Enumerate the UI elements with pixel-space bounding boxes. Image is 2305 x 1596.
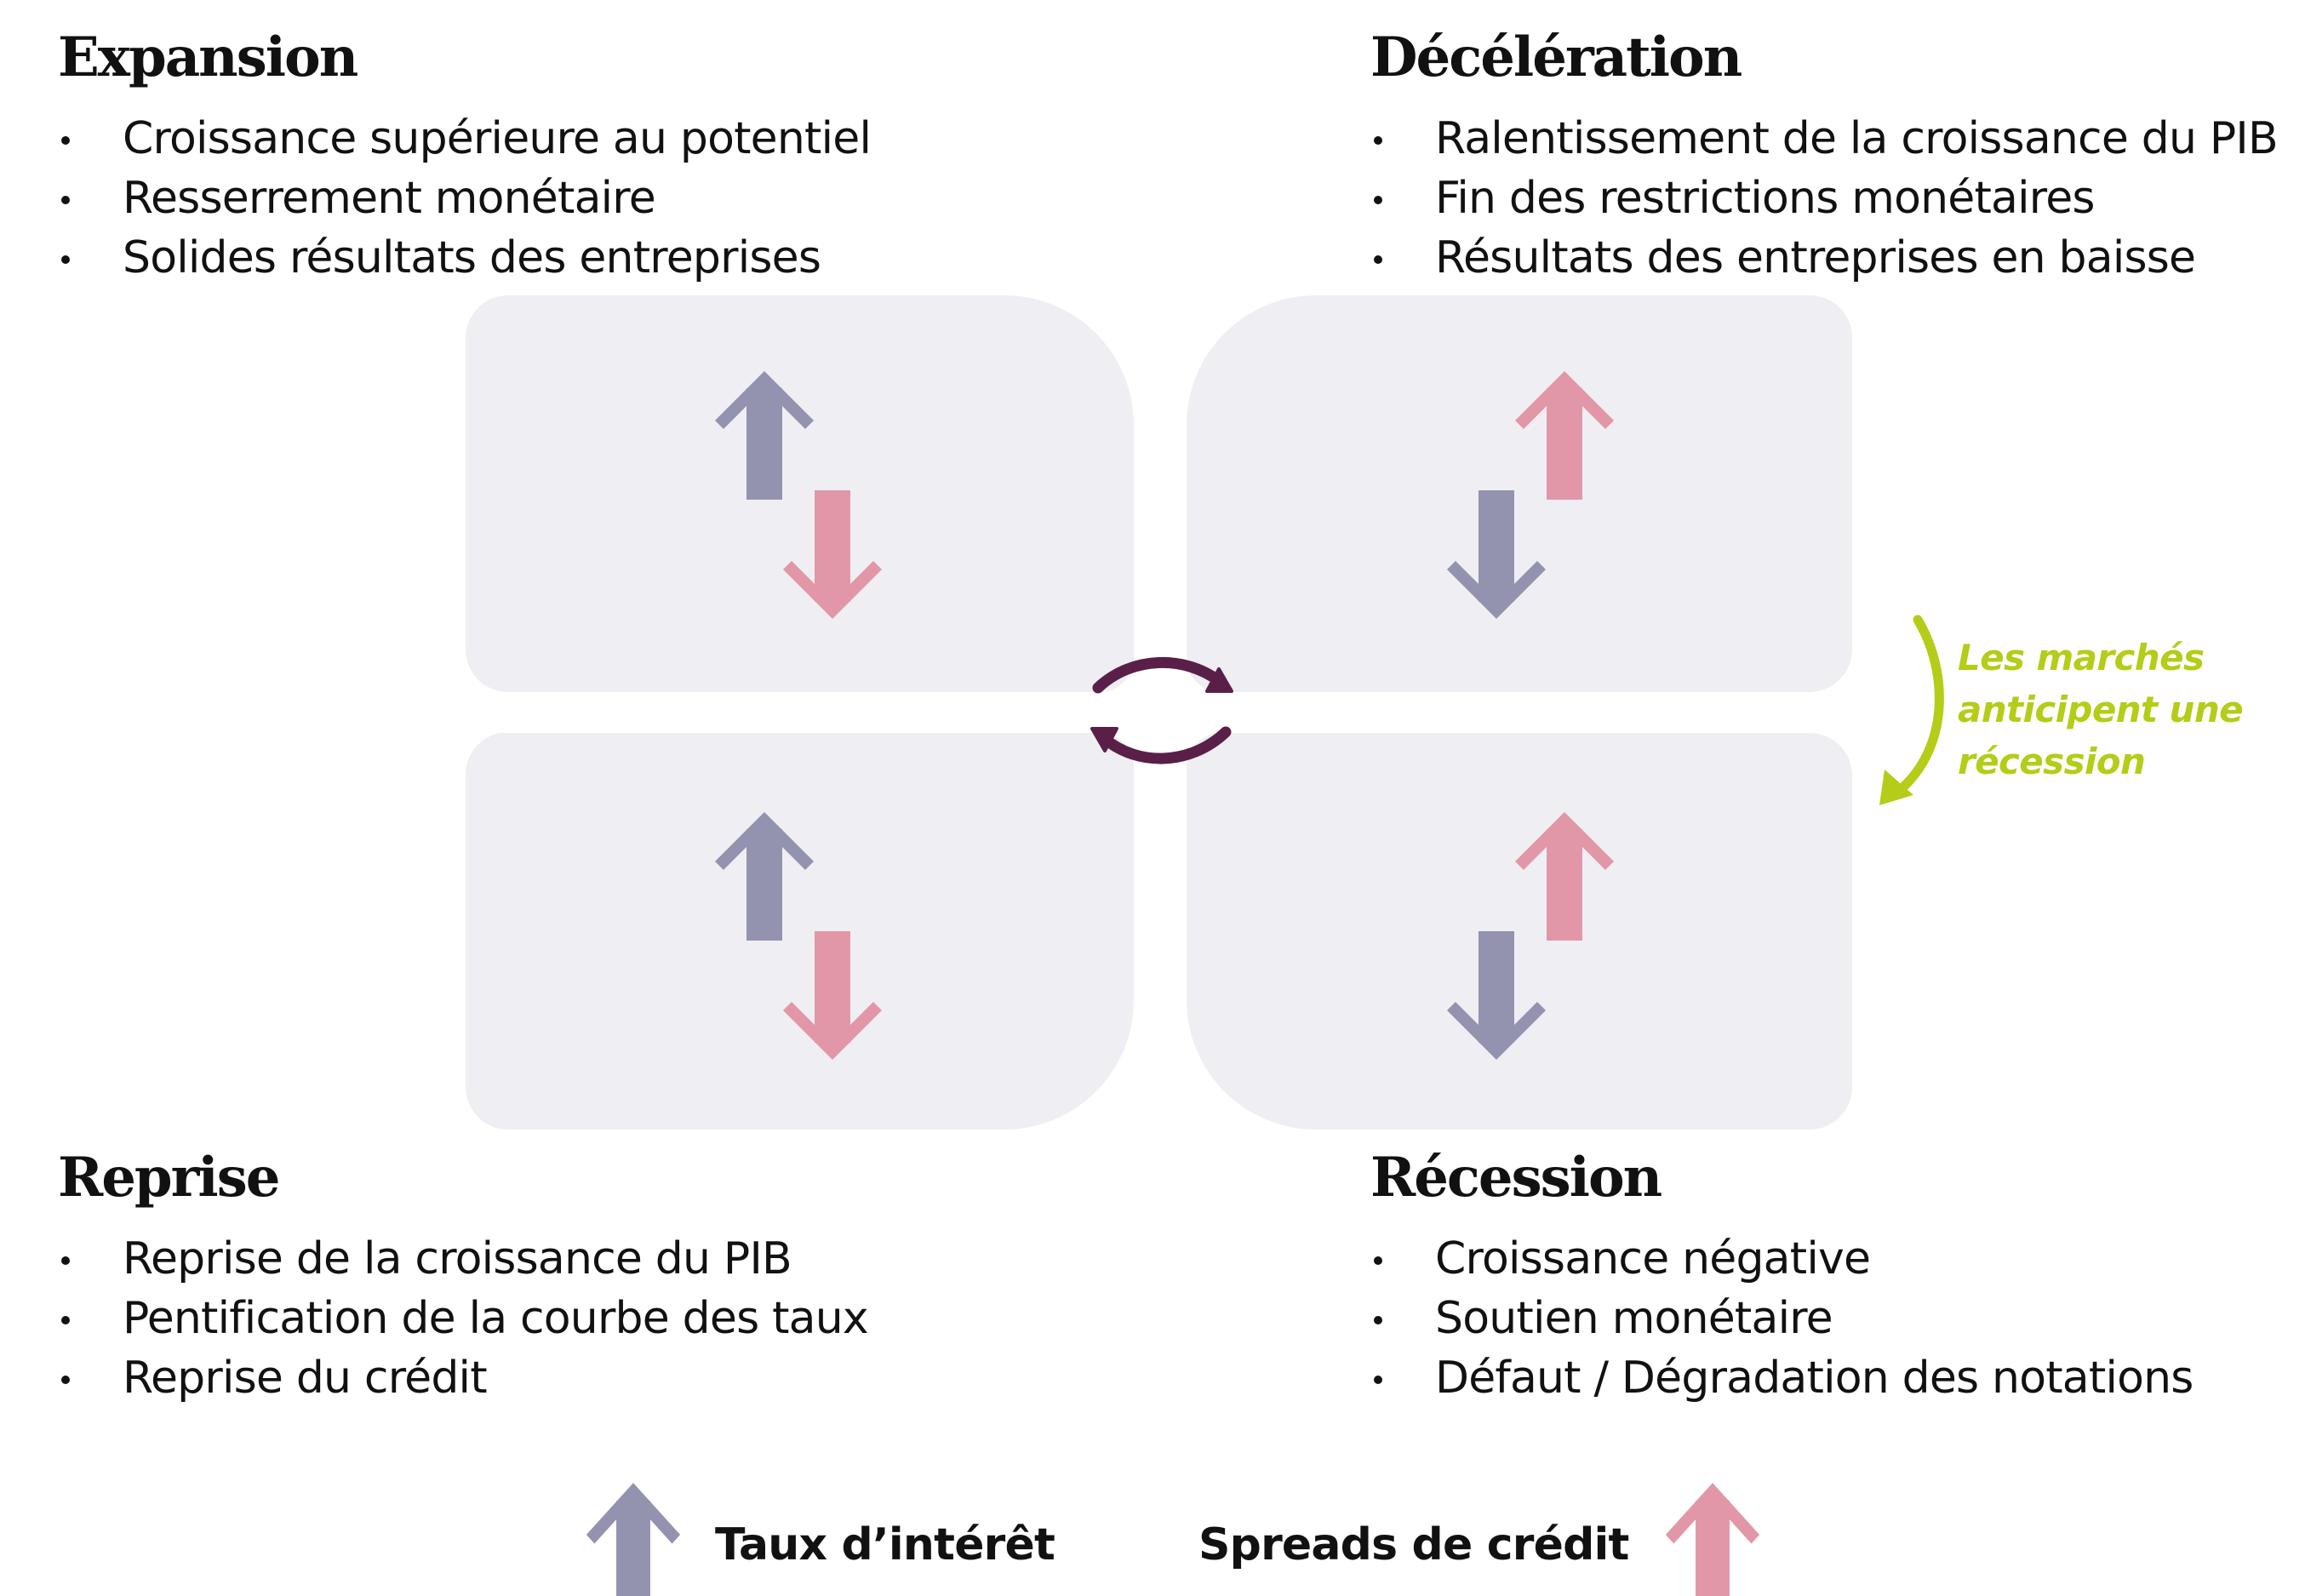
curved-arrow-icon — [1879, 615, 1944, 805]
phase-title: Reprise — [58, 1146, 280, 1210]
bullet-item: Soutien monétaire — [1370, 1289, 2193, 1348]
bullet-item: Resserrement monétaire — [58, 169, 871, 228]
phase-title: Expansion — [58, 26, 358, 89]
phase-bullets: Croissance négative Soutien monétaire Dé… — [1370, 1229, 2193, 1408]
bullet-item: Croissance supérieure au potentiel — [58, 109, 872, 169]
legend-spreads-arrow-icon — [1665, 1483, 1760, 1596]
bullet-item: Croissance négative — [1370, 1229, 2193, 1289]
phase-recession: Récession Croissance négative Soutien mo… — [1370, 1151, 2193, 1408]
anticipation-line: récession — [1958, 741, 2146, 782]
phase-reprise: Reprise Reprise de la croissance du PIB … — [58, 1146, 869, 1408]
legend-spreads-label: Spreads de crédit — [1198, 1519, 1629, 1570]
anticipation-line: anticipent une — [1958, 689, 2244, 730]
bullet-item: Fin des restrictions monétaires — [1370, 169, 2278, 228]
anticipation-line: Les marchés — [1958, 637, 2205, 678]
bullet-item: Résultats des entreprises en baisse — [1370, 228, 2278, 288]
bullet-item: Pentification de la courbe des taux — [58, 1289, 869, 1348]
bullet-item: Reprise de la croissance du PIB — [58, 1229, 868, 1289]
bullet-item: Solides résultats des entreprises — [58, 228, 871, 288]
bullet-item: Ralentissement de la croissance du PIB — [1370, 109, 2279, 169]
phase-expansion: Expansion Croissance supérieure au poten… — [58, 26, 872, 288]
anticipation-note: Les marchés anticipent une récession — [1958, 632, 2264, 787]
panel-expansion — [466, 295, 1134, 692]
panel-deceleration — [1187, 295, 1852, 692]
cycle-arrows-icon — [1090, 656, 1233, 764]
phase-title: Récession — [1370, 1146, 1662, 1210]
panel-recession — [1187, 733, 1852, 1130]
bullet-item: Reprise du crédit — [58, 1348, 868, 1408]
phase-bullets: Ralentissement de la croissance du PIB F… — [1370, 109, 2279, 288]
legend-taux-arrow-icon — [586, 1483, 681, 1596]
bullet-item: Défaut / Dégradation des notations — [1370, 1348, 2193, 1408]
phase-deceleration: Décélération Ralentissement de la croiss… — [1370, 26, 2279, 288]
legend-taux-label: Taux d’intérêt — [715, 1519, 1055, 1570]
phase-bullets: Croissance supérieure au potentiel Resse… — [58, 109, 872, 288]
phase-title: Décélération — [1370, 26, 1742, 89]
phase-bullets: Reprise de la croissance du PIB Pentific… — [58, 1229, 869, 1408]
panel-reprise — [465, 733, 1134, 1130]
